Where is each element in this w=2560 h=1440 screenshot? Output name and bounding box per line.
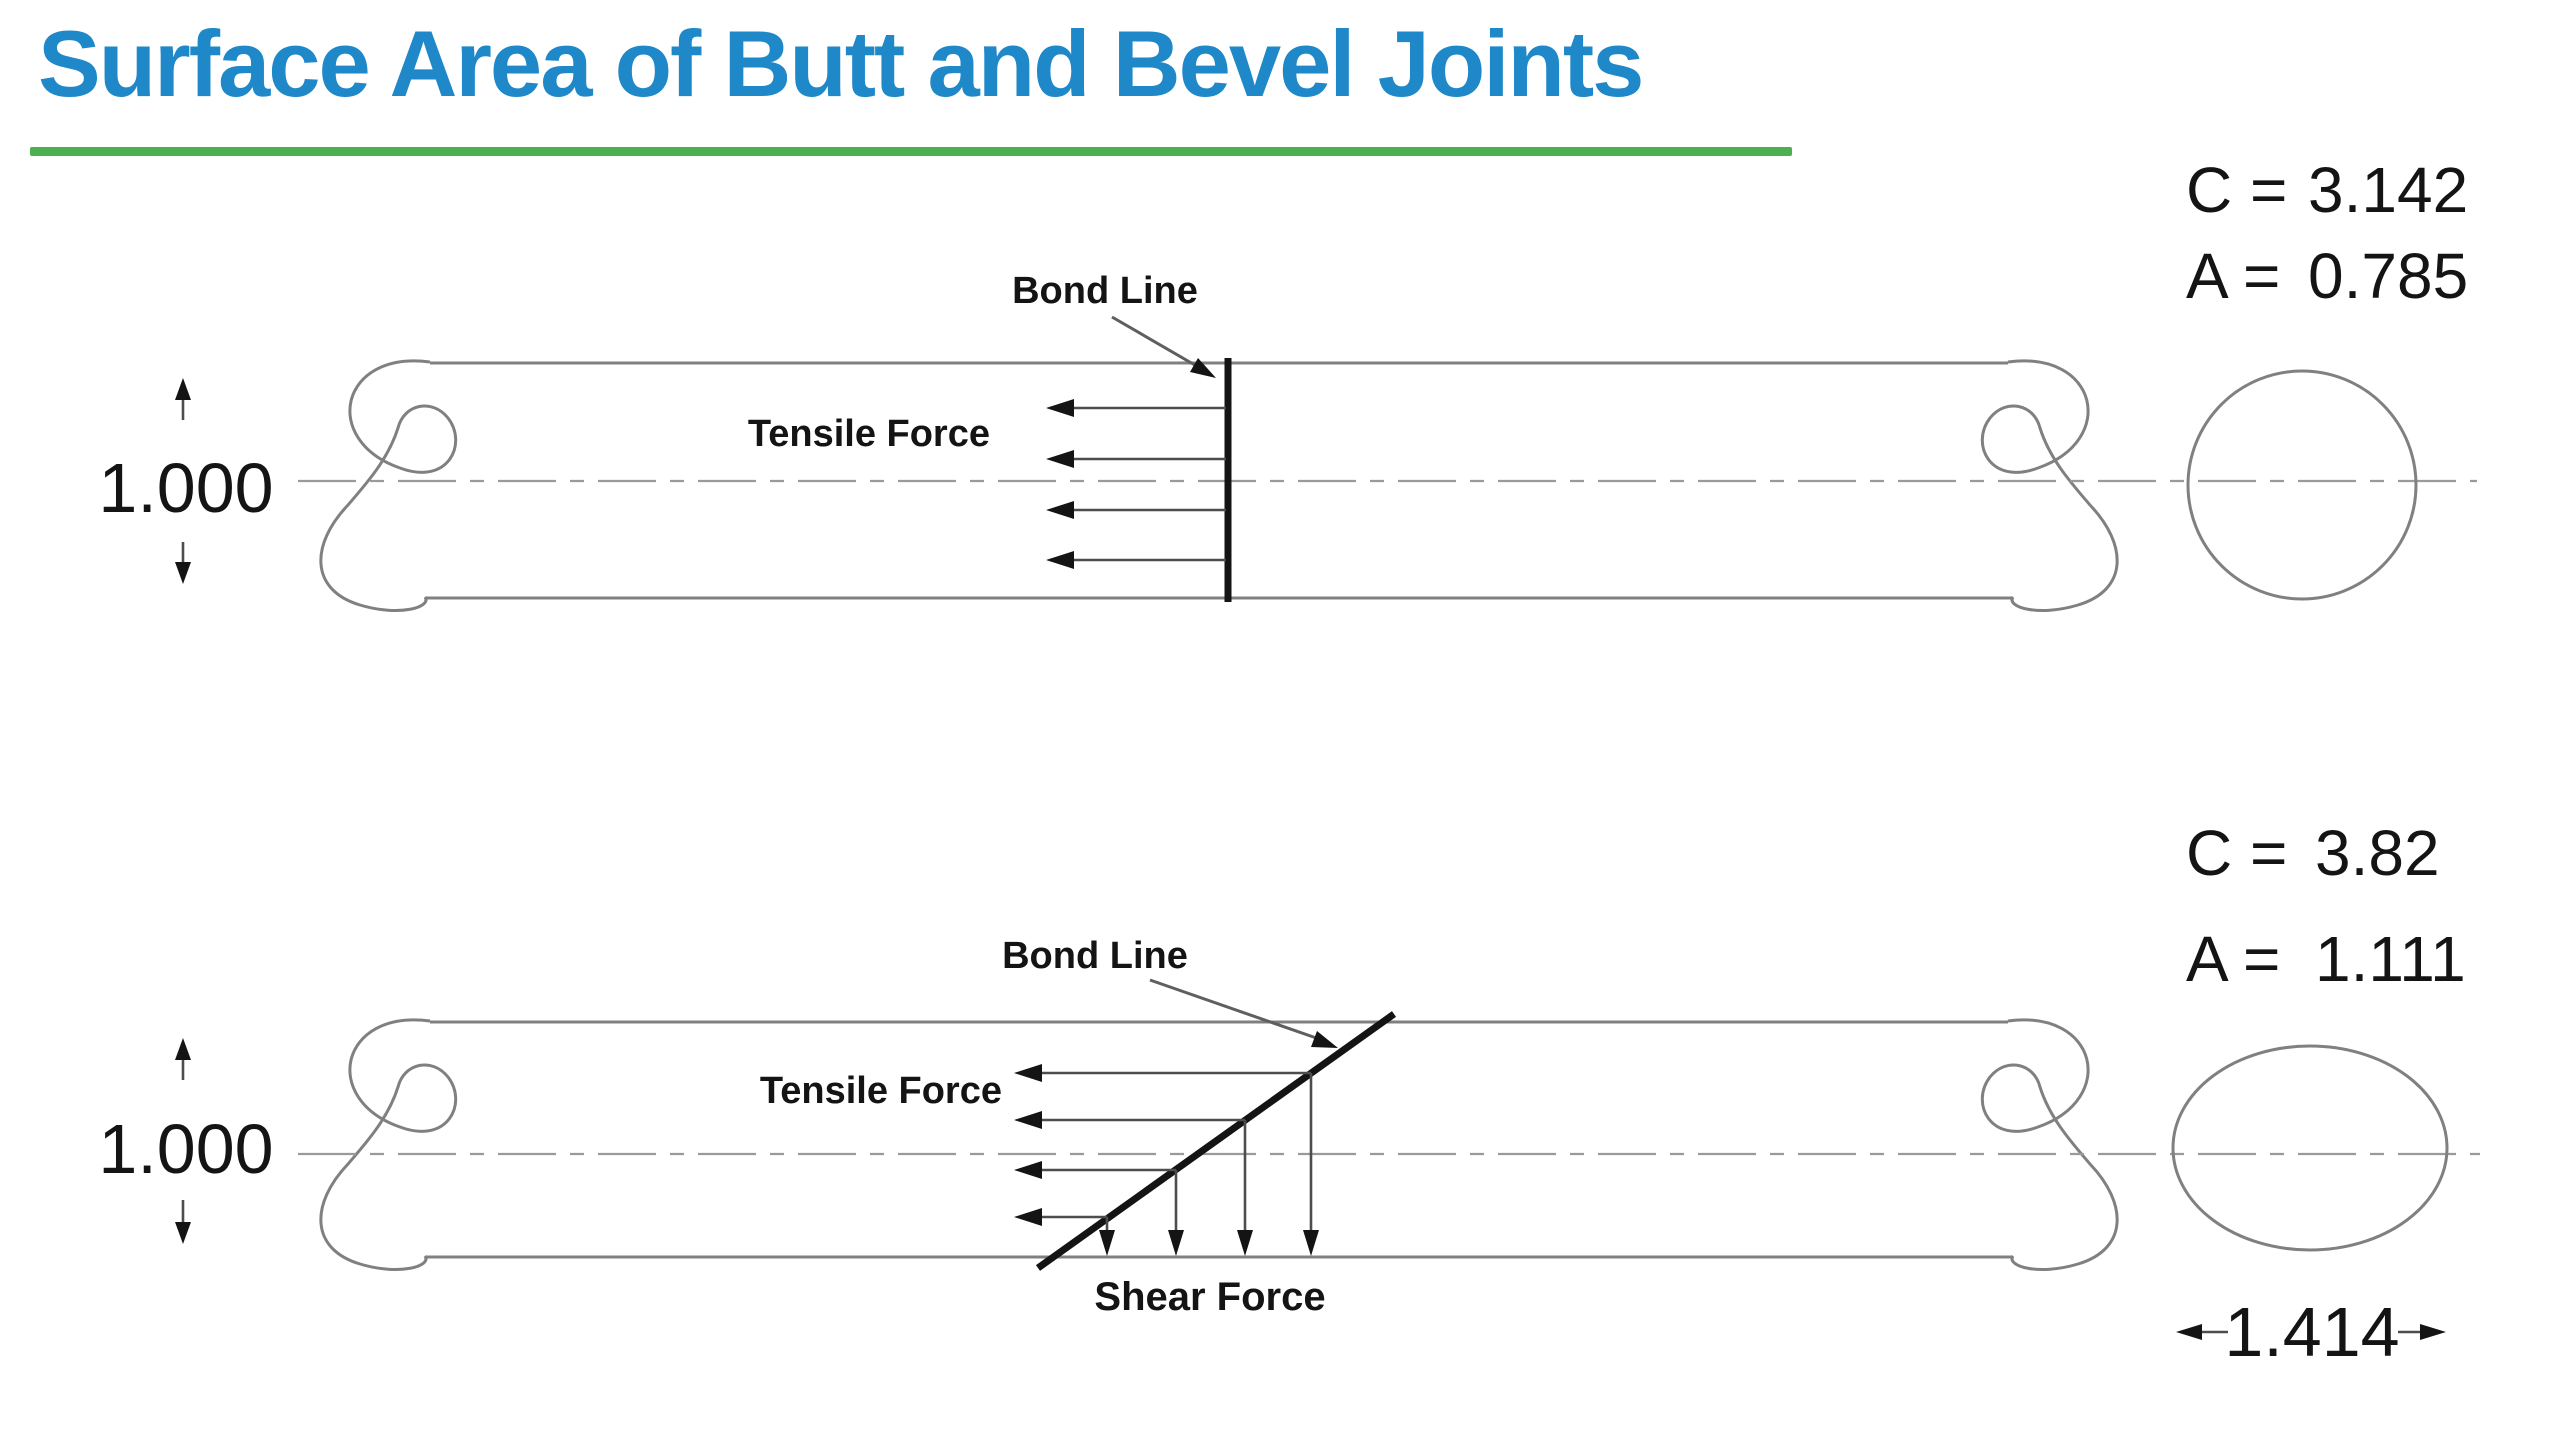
bevel-diameter-dimension: 1.000 — [98, 1038, 274, 1244]
bevel-area-label: A = — [2186, 923, 2280, 995]
butt-bond-line-leader — [1111, 315, 1216, 378]
dim-arrow-left — [2176, 1324, 2202, 1340]
bevel-bond-line — [1035, 1011, 1397, 1271]
page-title: Surface Area of Butt and Bevel Joints — [38, 11, 1644, 116]
dim-arrow-down — [175, 562, 191, 584]
bevel-joint-diagram: 1.000 1.414 Bond Line Tensile Force Shea… — [98, 817, 2480, 1371]
bevel-tensile-force-label: Tensile Force — [760, 1070, 1002, 1112]
title-underline-rule — [30, 147, 1792, 156]
bevel-circumference-label: C = — [2186, 817, 2287, 889]
rod-right-break-curve — [1980, 1018, 2119, 1271]
leader-arrowhead — [1190, 358, 1216, 378]
dim-arrow-up — [175, 378, 191, 400]
bevel-bond-line-label: Bond Line — [1002, 935, 1188, 977]
bevel-shear-arrows — [1099, 1073, 1319, 1256]
butt-values: C = 3.142 A = 0.785 — [2186, 154, 2468, 312]
bevel-shear-force-label: Shear Force — [1094, 1275, 1325, 1319]
butt-area-value: 0.785 — [2308, 240, 2468, 312]
butt-bond-line-label: Bond Line — [1012, 270, 1198, 312]
bevel-width-value: 1.414 — [2224, 1293, 2399, 1371]
bevel-width-dimension: 1.414 — [2176, 1293, 2446, 1371]
bevel-diameter-value: 1.000 — [98, 1110, 273, 1188]
bevel-tensile-arrows — [1014, 1064, 1311, 1226]
butt-joint-diagram: 1.000 Bond Line Tensile Force C = 3.142 … — [98, 154, 2477, 612]
rod-right-break-curve — [1980, 359, 2119, 612]
butt-circumference-label: C = — [2186, 154, 2287, 226]
dim-arrow-right — [2420, 1324, 2446, 1340]
butt-diameter-value: 1.000 — [98, 449, 273, 527]
bevel-values: C = 3.82 A = 1.111 — [2186, 817, 2466, 995]
rod-left-break-curve — [319, 359, 458, 612]
bevel-circumference-value: 3.82 — [2315, 817, 2440, 889]
butt-tensile-force-label: Tensile Force — [748, 413, 990, 455]
bevel-bond-line-leader — [1149, 978, 1338, 1048]
butt-circumference-value: 3.142 — [2308, 154, 2468, 226]
butt-tensile-arrows — [1046, 399, 1226, 569]
butt-area-label: A = — [2186, 240, 2280, 312]
rod-left-break-curve — [319, 1018, 458, 1271]
butt-rod-outline — [298, 359, 2477, 612]
bevel-end-view-ellipse — [2171, 1044, 2449, 1252]
dim-arrow-down — [175, 1222, 191, 1244]
butt-end-view-circle — [2186, 369, 2418, 601]
bevel-area-value: 1.111 — [2315, 923, 2466, 995]
butt-diameter-dimension: 1.000 — [98, 378, 274, 584]
bevel-rod-outline — [298, 1018, 2480, 1271]
dim-arrow-up — [175, 1038, 191, 1060]
leader-arrowhead — [1311, 1031, 1338, 1048]
